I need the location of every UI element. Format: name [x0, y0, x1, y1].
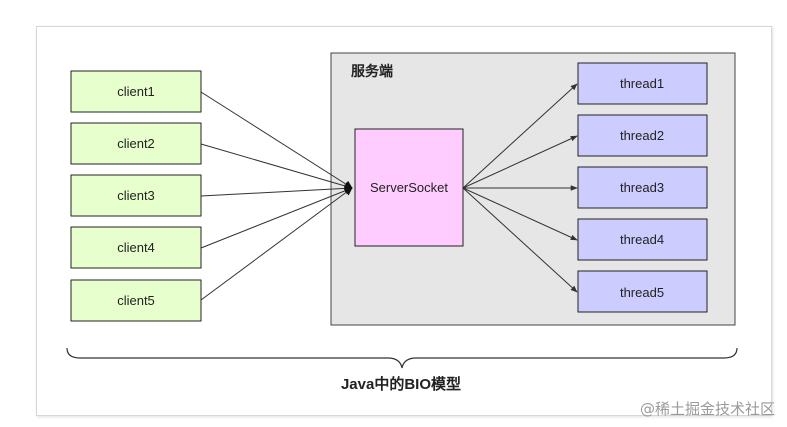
client-label-3: client3: [117, 188, 155, 203]
client-edges: [200, 91, 353, 301]
client-label-2: client2: [117, 136, 155, 151]
thread-node-2: thread2: [577, 114, 708, 157]
thread-edges: [462, 83, 578, 293]
thread-node-1: thread1: [577, 62, 708, 105]
client-node-4: client4: [70, 226, 202, 269]
bottom-brace: [66, 347, 738, 369]
diagram-caption: Java中的BIO模型: [341, 375, 461, 393]
server-socket-node: ServerSocket: [354, 128, 464, 247]
edge-client2: [200, 143, 353, 190]
edge-thread5: [462, 187, 578, 293]
client-node-1: client1: [70, 70, 202, 113]
server-group-label: 服务端: [351, 63, 393, 79]
edge-thread4: [462, 187, 578, 241]
edge-client4: [200, 186, 353, 249]
thread-node-3: thread3: [577, 166, 708, 209]
edge-client1: [200, 91, 353, 189]
thread-label-5: thread5: [620, 285, 664, 300]
thread-node-5: thread5: [577, 270, 708, 313]
watermark-text: @稀土掘金技术社区: [639, 400, 775, 418]
client-node-2: client2: [70, 122, 202, 165]
edge-thread2: [462, 135, 578, 189]
client-label-4: client4: [117, 240, 155, 255]
thread-label-3: thread3: [620, 180, 664, 195]
client-label-1: client1: [117, 84, 155, 99]
client-node-5: client5: [70, 279, 202, 322]
edge-client5: [200, 187, 353, 301]
thread-label-4: thread4: [620, 232, 664, 247]
thread-label-1: thread1: [620, 76, 664, 91]
edge-client3: [200, 184, 353, 197]
client-label-5: client5: [117, 293, 155, 308]
client-node-3: client3: [70, 174, 202, 217]
server-socket-label: ServerSocket: [370, 180, 448, 195]
thread-node-4: thread4: [577, 218, 708, 261]
edge-thread1: [462, 83, 578, 189]
thread-label-2: thread2: [620, 128, 664, 143]
